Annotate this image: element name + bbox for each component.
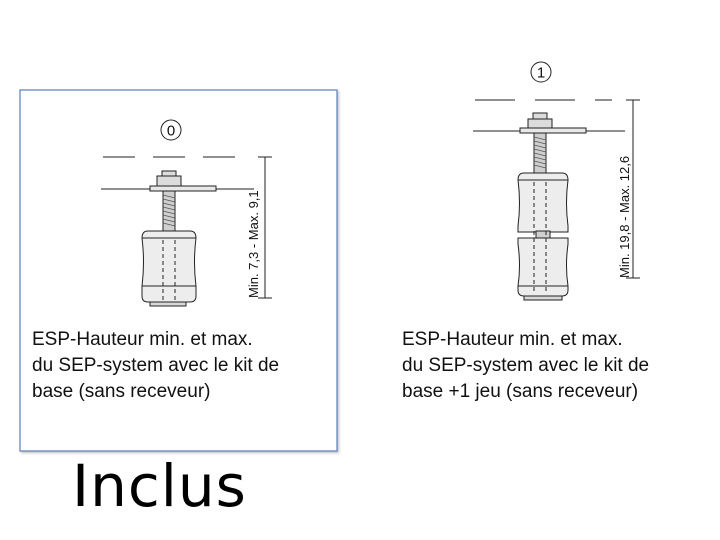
panel-1-leg-upper (517, 172, 569, 233)
panel-1-nut (527, 118, 553, 129)
panel-1-drawing (473, 99, 640, 301)
svg-text:0: 0 (167, 123, 175, 140)
panel-0-caption: ESP-Hauteur min. et max. du SEP-system a… (32, 327, 279, 405)
panel-0-caption-line: du SEP-system avec le kit de (32, 355, 280, 376)
panel-0-caption-line: base (sans receveur) (32, 381, 211, 402)
panel-1-leg-lower (517, 237, 569, 297)
panel-1-caption-line: ESP-Hauteur min. et max. (402, 329, 623, 350)
panel-1-plate (519, 127, 587, 134)
svg-text:1: 1 (537, 65, 545, 82)
panel-0-nut (156, 175, 182, 187)
panel-0-drawing (101, 156, 272, 307)
included-label: Inclus (72, 452, 247, 520)
panel-0-leg-body (141, 230, 197, 303)
panel-1-rod (533, 132, 547, 174)
panel-1-base (523, 295, 563, 301)
panel-0-caption-line: ESP-Hauteur min. et max. (32, 329, 253, 350)
panel-0-dimension-label: Min. 7,3 - Max. 9,1 (246, 190, 261, 298)
panel-0-base (149, 301, 187, 307)
panel-0-number-badge: 0 (160, 119, 182, 141)
panel-1-caption: ESP-Hauteur min. et max. du SEP-system a… (402, 327, 649, 405)
panel-0-plate (149, 185, 217, 192)
panel-1-number-badge: 1 (530, 61, 552, 83)
panel-1-caption-line: base +1 jeu (sans receveur) (402, 381, 639, 402)
panel-1-dimension-label: Min. 19,8 - Max. 12,6 (617, 156, 632, 278)
panel-1-caption-line: du SEP-system avec le kit de (402, 355, 650, 376)
panel-0-rod (162, 190, 176, 232)
